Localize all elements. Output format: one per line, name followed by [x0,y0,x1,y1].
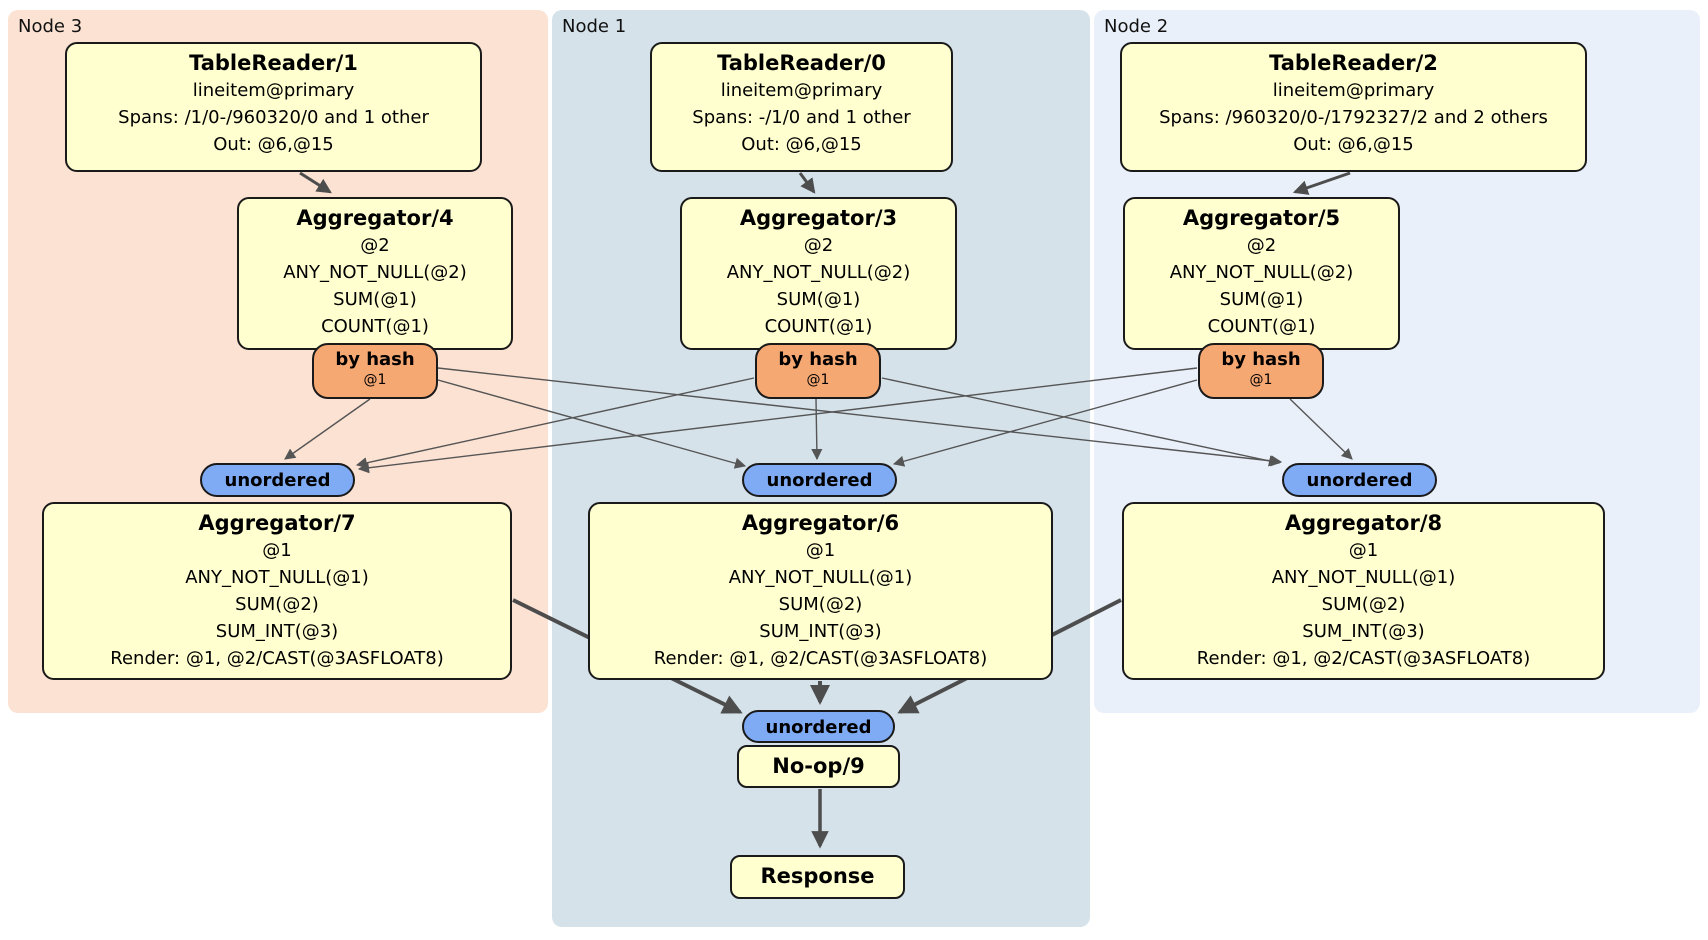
aggregator-7-title: Aggregator/7 [198,511,356,535]
noop-title: No-op/9 [772,754,865,778]
noop-box: No-op/9 [737,745,900,788]
tablereader-2-title: TableReader/2 [1269,51,1438,75]
sync-unordered-final: unordered [742,710,895,743]
aggregator-6-box: Aggregator/6 @1 ANY_NOT_NULL(@1) SUM(@2)… [588,502,1053,680]
aggregator-8-fn2: SUM(@2) [1321,594,1406,615]
region-node3-label: Node 3 [18,16,83,37]
aggregator-5-fn1: ANY_NOT_NULL(@2) [1169,262,1354,283]
tablereader-0-index: lineitem@primary [720,80,883,101]
tablereader-1-title: TableReader/1 [189,51,358,75]
edge-hash4-un8 [437,367,1283,467]
edge-hash4-un7 [284,398,371,460]
edge-hash5-un7 [357,367,1198,474]
tablereader-0-title: TableReader/0 [717,51,886,75]
aggregator-5-title: Aggregator/5 [1182,206,1341,230]
aggregator-3-box: Aggregator/3 @2 ANY_NOT_NULL(@2) SUM(@1)… [680,197,957,350]
aggregator-3-fn2: SUM(@1) [776,289,861,310]
edge-hash3-un8 [881,377,1281,467]
edge-hash3-un7 [355,377,755,469]
router-by-hash-4: by hash @1 [312,343,438,399]
aggregator-7-fn2: SUM(@2) [235,594,319,615]
aggregator-6-title: Aggregator/6 [741,511,900,535]
tablereader-2-box: TableReader/2 lineitem@primary Spans: /9… [1120,42,1587,172]
aggregator-4-fn1: ANY_NOT_NULL(@2) [283,262,467,283]
sync-unordered-7-label: unordered [224,470,331,491]
aggregator-6-group: @1 [805,540,836,561]
sync-unordered-6: unordered [742,463,897,497]
router-by-hash-5-detail: @1 [1249,372,1273,388]
router-by-hash-5: by hash @1 [1198,343,1324,399]
aggregator-8-box: Aggregator/8 @1 ANY_NOT_NULL(@1) SUM(@2)… [1122,502,1605,680]
aggregator-7-fn3: SUM_INT(@3) [215,621,339,642]
router-by-hash-3-label: by hash [778,349,858,370]
tablereader-2-out: Out: @6,@15 [1293,134,1414,155]
aggregator-8-title: Aggregator/8 [1284,511,1443,535]
sync-unordered-8-label: unordered [1306,470,1413,491]
sync-unordered-final-label: unordered [765,717,872,738]
aggregator-3-title: Aggregator/3 [739,206,898,230]
tablereader-1-box: TableReader/1 lineitem@primary Spans: /1… [65,42,482,172]
aggregator-5-box: Aggregator/5 @2 ANY_NOT_NULL(@2) SUM(@1)… [1123,197,1400,350]
aggregator-6-fn2: SUM(@2) [778,594,863,615]
tablereader-1-index: lineitem@primary [192,80,355,101]
aggregator-4-fn3: COUNT(@1) [321,316,429,337]
aggregator-4-group: @2 [360,235,390,256]
router-by-hash-5-label: by hash [1221,349,1301,370]
aggregator-3-fn1: ANY_NOT_NULL(@2) [726,262,911,283]
edge-hash3-un6 [811,398,823,461]
aggregator-4-title: Aggregator/4 [296,206,454,230]
aggregator-6-render: Render: @1, @2/CAST(@3ASFLOAT8) [653,648,988,669]
edge-tr1-agg4 [299,171,332,194]
response-title: Response [760,864,875,888]
aggregator-4-fn2: SUM(@1) [333,289,417,310]
aggregator-4-box: Aggregator/4 @2 ANY_NOT_NULL(@2) SUM(@1)… [237,197,513,350]
edge-tr2-agg5 [1292,171,1351,195]
aggregator-8-fn1: ANY_NOT_NULL(@1) [1271,567,1456,588]
tablereader-0-out: Out: @6,@15 [741,134,862,155]
router-by-hash-3-detail: @1 [806,372,830,388]
router-by-hash-4-detail: @1 [363,372,387,388]
aggregator-7-render: Render: @1, @2/CAST(@3ASFLOAT8) [110,648,444,669]
aggregator-6-fn3: SUM_INT(@3) [759,621,882,642]
aggregator-5-fn2: SUM(@1) [1219,289,1304,310]
edge-tr0-agg3 [798,172,816,194]
aggregator-6-fn1: ANY_NOT_NULL(@1) [728,567,913,588]
aggregator-7-box: Aggregator/7 @1 ANY_NOT_NULL(@1) SUM(@2)… [42,502,512,680]
sync-unordered-8: unordered [1282,463,1437,497]
tablereader-1-out: Out: @6,@15 [213,134,334,155]
tablereader-1-spans: Spans: /1/0-/960320/0 and 1 other [118,107,429,128]
region-node1-label: Node 1 [562,16,627,37]
router-by-hash-4-label: by hash [335,349,415,370]
tablereader-2-spans: Spans: /960320/0-/1792327/2 and 2 others [1159,107,1548,128]
router-by-hash-3: by hash @1 [755,343,881,399]
region-node2-label: Node 2 [1104,16,1169,37]
tablereader-0-box: TableReader/0 lineitem@primary Spans: -/… [650,42,953,172]
edge-hash5-un8 [1289,398,1353,460]
aggregator-5-group: @2 [1246,235,1277,256]
sync-unordered-7: unordered [200,463,355,497]
tablereader-2-index: lineitem@primary [1272,80,1435,101]
aggregator-3-group: @2 [803,235,834,256]
aggregator-3-fn3: COUNT(@1) [764,316,873,337]
aggregator-8-group: @1 [1348,540,1379,561]
sync-unordered-6-label: unordered [766,470,873,491]
edge-hash4-un6 [437,379,747,469]
aggregator-8-render: Render: @1, @2/CAST(@3ASFLOAT8) [1196,648,1531,669]
response-box: Response [730,855,905,899]
tablereader-0-spans: Spans: -/1/0 and 1 other [692,107,911,128]
aggregator-7-fn1: ANY_NOT_NULL(@1) [185,567,369,588]
aggregator-5-fn3: COUNT(@1) [1207,316,1316,337]
aggregator-8-fn3: SUM_INT(@3) [1302,621,1425,642]
edge-hash5-un6 [892,379,1198,467]
aggregator-7-group: @1 [262,540,292,561]
